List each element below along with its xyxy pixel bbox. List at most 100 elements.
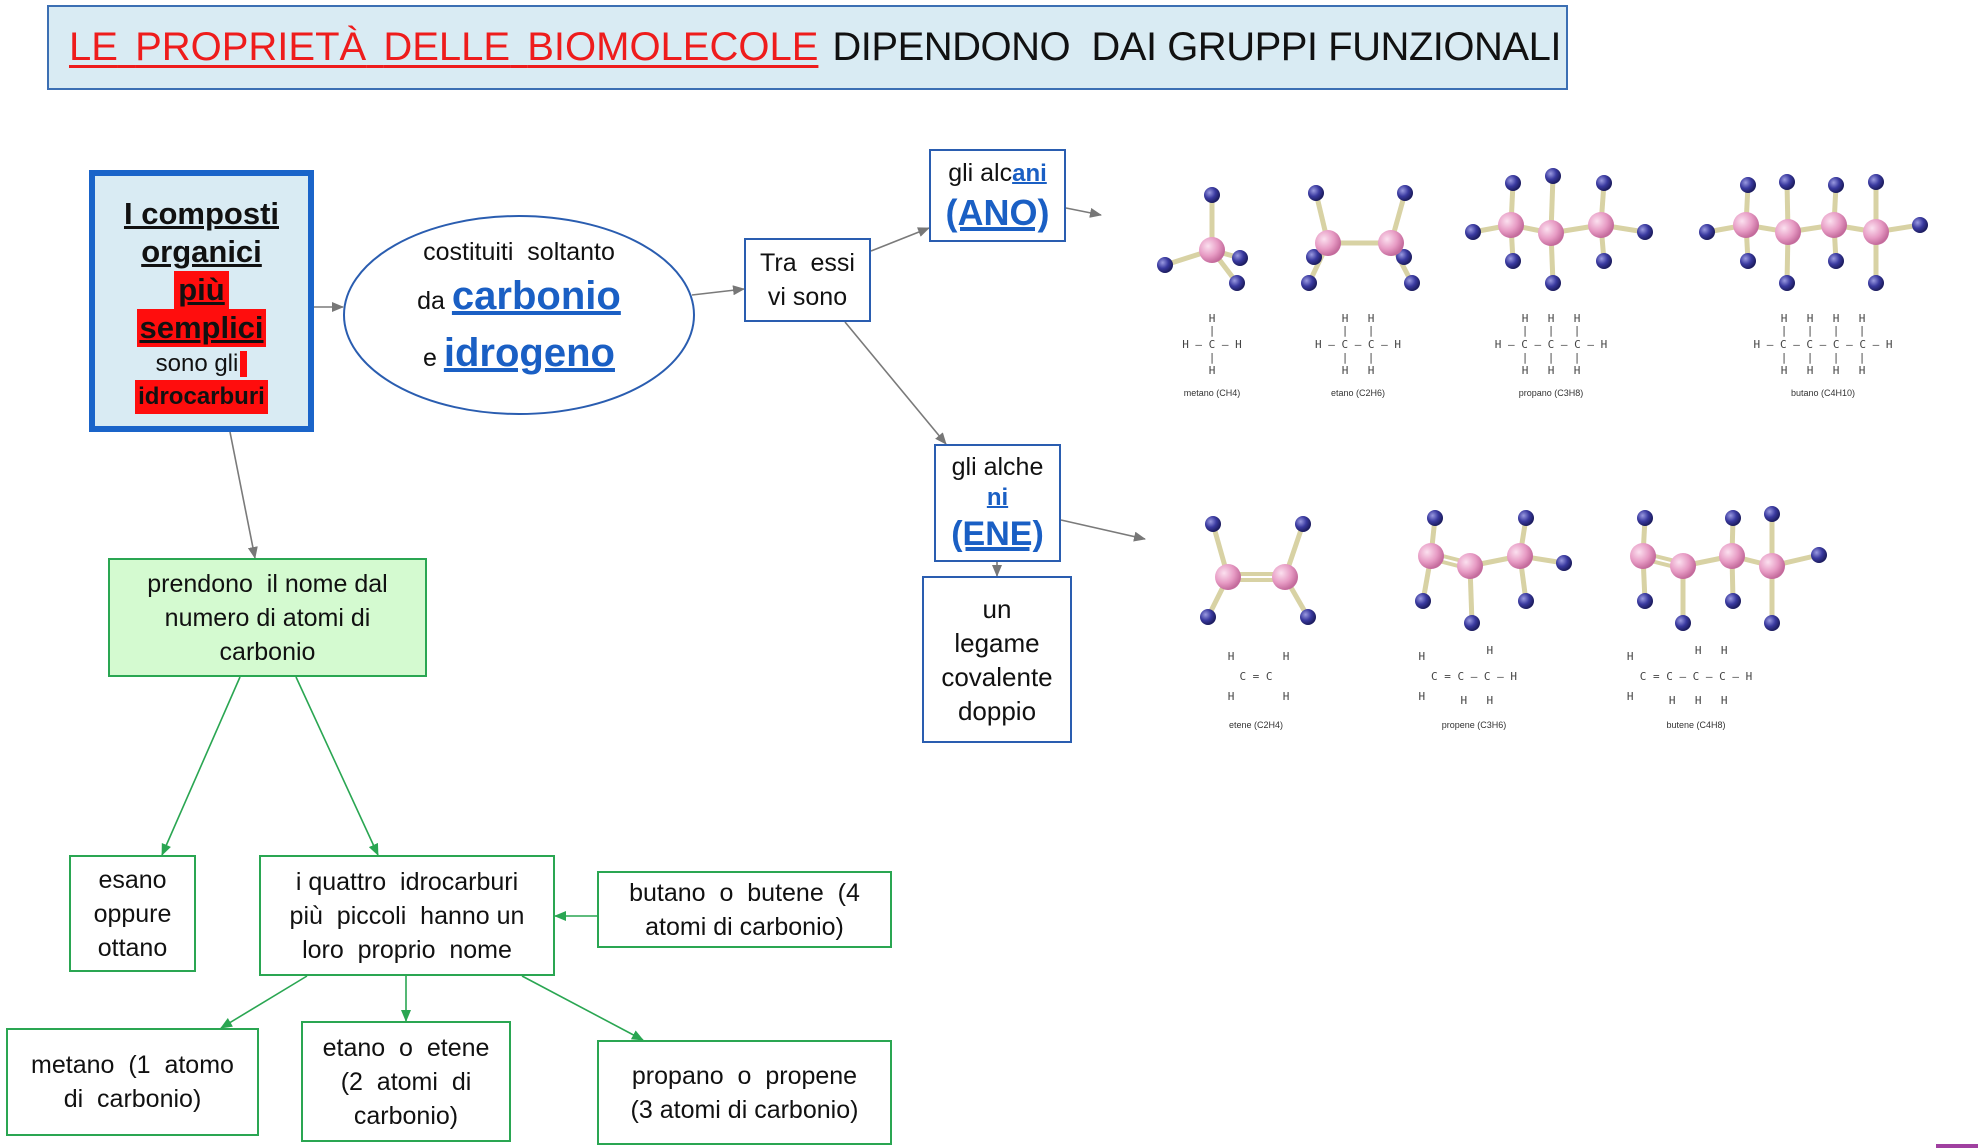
formula-bottom-h: H (1486, 694, 1493, 707)
hydrogen-atom (1505, 253, 1521, 269)
carbon-atom (1821, 212, 1847, 238)
hydrogen-atom (1637, 510, 1653, 526)
alcani-box: gli alcani (ANO) (929, 149, 1066, 242)
alkane-label-metano: metano (CH4) (1184, 388, 1241, 398)
hydrogen-atom (1828, 177, 1844, 193)
formula-top-h: H (1574, 312, 1581, 325)
formula-bottom-h: H (1209, 364, 1216, 377)
main-concept-box: I composti organici più semplici sono gl… (89, 170, 314, 432)
tra-essi-box: Tra essi vi sono (744, 238, 871, 322)
hydrogen-atom (1556, 555, 1572, 571)
title-banner: LE PROPRIETÀ DELLE BIOMOLECOLE DIPENDONO… (47, 5, 1568, 90)
prendono-box: prendono il nome dal numero di atomi di … (108, 558, 427, 677)
hydrogen-atom (1596, 175, 1612, 191)
quattro-line: loro proprio nome (302, 935, 512, 964)
metano-box: metano (1 atomo di carbonio) (6, 1028, 259, 1136)
propano-line: (3 atomi di carbonio) (630, 1095, 859, 1124)
title-red-part: LE PROPRIETÀ DELLE BIOMOLECOLE (69, 25, 818, 70)
alkene-model-0 (1200, 516, 1316, 625)
hydrogen-atom (1464, 615, 1480, 631)
butano-line: butano o butene (4 (629, 878, 860, 907)
hydrogen-atom (1157, 257, 1173, 273)
formula-bottom-h: H (1859, 364, 1866, 377)
hydrogen-atom (1205, 516, 1221, 532)
hydrogen-atom (1779, 275, 1795, 291)
sono-gli-text: sono gli (155, 349, 239, 377)
legame-line: doppio (957, 695, 1037, 726)
carbon-atom (1630, 543, 1656, 569)
formula-bond: | (1342, 324, 1349, 337)
formula-bond: | (1807, 324, 1814, 337)
link-ni[interactable]: ni (986, 484, 1009, 511)
formula-bond: | (1833, 324, 1840, 337)
hydrogen-atom (1427, 510, 1443, 526)
formula-bond: | (1548, 351, 1555, 364)
alkene-label-butene: butene (C4H8) (1666, 720, 1725, 730)
esano-line: ottano (97, 933, 168, 962)
carbon-atom (1733, 212, 1759, 238)
alkene-label-propene: propene (C3H6) (1442, 720, 1507, 730)
main-line-semplici: semplici (137, 308, 266, 347)
legame-line: covalente (941, 661, 1053, 692)
etano-line: (2 atomi di (340, 1067, 472, 1096)
etano-box: etano o etene (2 atomi di carbonio) (301, 1021, 511, 1142)
hydrogen-atom (1868, 275, 1884, 291)
title-black-part: DIPENDONO DAI GRUPPI FUNZIONALI (832, 25, 1561, 69)
metano-line: metano (1 atomo (31, 1051, 234, 1079)
hydrogen-atom (1505, 175, 1521, 191)
quattro-line: più piccoli hanno un (289, 901, 525, 930)
link-carbonio[interactable]: carbonio (451, 274, 621, 318)
formula-top-h: H (1833, 312, 1840, 325)
formula-main-chain: C = C — C — C — H (1640, 670, 1753, 683)
alcani-line1: gli alcani (948, 156, 1047, 191)
formula-bottom-h: H (1781, 364, 1788, 377)
carbon-atom (1215, 564, 1241, 590)
alcheni-box: gli alche ni (ENE) (934, 444, 1061, 562)
prendono-line: carbonio (219, 637, 316, 666)
hydrogen-atom (1912, 217, 1928, 233)
alkane-model-1 (1301, 185, 1420, 291)
formula-bond: | (1368, 351, 1375, 364)
formula-bottom-h: H (1460, 694, 1467, 707)
esano-line: oppure (93, 899, 172, 928)
formula-top-h: H (1695, 644, 1702, 657)
arrow-tra-to-alcani (870, 227, 930, 252)
hydrogen-atom (1465, 224, 1481, 240)
formula-h: H (1418, 650, 1425, 663)
formula-bottom-h: H (1695, 694, 1702, 707)
hydrogen-atom (1545, 168, 1561, 184)
link-ene[interactable]: (ENE) (951, 515, 1044, 553)
link-idrogeno[interactable]: idrogeno (443, 331, 615, 375)
alkane-model-0 (1157, 187, 1248, 291)
carbon-atom (1498, 212, 1524, 238)
formula-bond: | (1368, 324, 1375, 337)
formula-bottom-h: H (1574, 364, 1581, 377)
formula-h: H (1627, 690, 1634, 703)
alkane-label-propano: propano (C3H8) (1519, 388, 1584, 398)
formula-top-h: H (1859, 312, 1866, 325)
formula-top-h: H (1548, 312, 1555, 325)
hydrogen-atom (1397, 185, 1413, 201)
title-word: PROPRIETÀ (135, 25, 367, 69)
formula-main-chain: H — C — C — H (1315, 338, 1401, 351)
hydrogen-atom (1200, 609, 1216, 625)
arrow-main-to-prendono (229, 431, 258, 559)
link-ano[interactable]: (ANO) (945, 192, 1050, 233)
arrow-quattro-to-propano (521, 975, 644, 1041)
formula-top-h: H (1342, 312, 1349, 325)
formula-bottom-h: H (1548, 364, 1555, 377)
etano-line: carbonio) (353, 1101, 459, 1130)
alkene-model-2 (1630, 506, 1827, 631)
carbon-atom (1272, 564, 1298, 590)
hydrogen-atom (1699, 224, 1715, 240)
arrow-tra-to-alcheni (844, 321, 947, 445)
formula-bottom-h: H (1721, 694, 1728, 707)
formula-h: H (1627, 650, 1634, 663)
arrow-quattro-to-metano (220, 975, 308, 1029)
esano-line: esano (98, 865, 167, 894)
hydrogen-atom (1811, 547, 1827, 563)
legame-line: legame (954, 627, 1040, 658)
quattro-box: i quattro idrocarburi più piccoli hanno … (259, 855, 555, 976)
link-ani[interactable]: ani (1012, 160, 1047, 187)
hydrogen-atom (1637, 224, 1653, 240)
